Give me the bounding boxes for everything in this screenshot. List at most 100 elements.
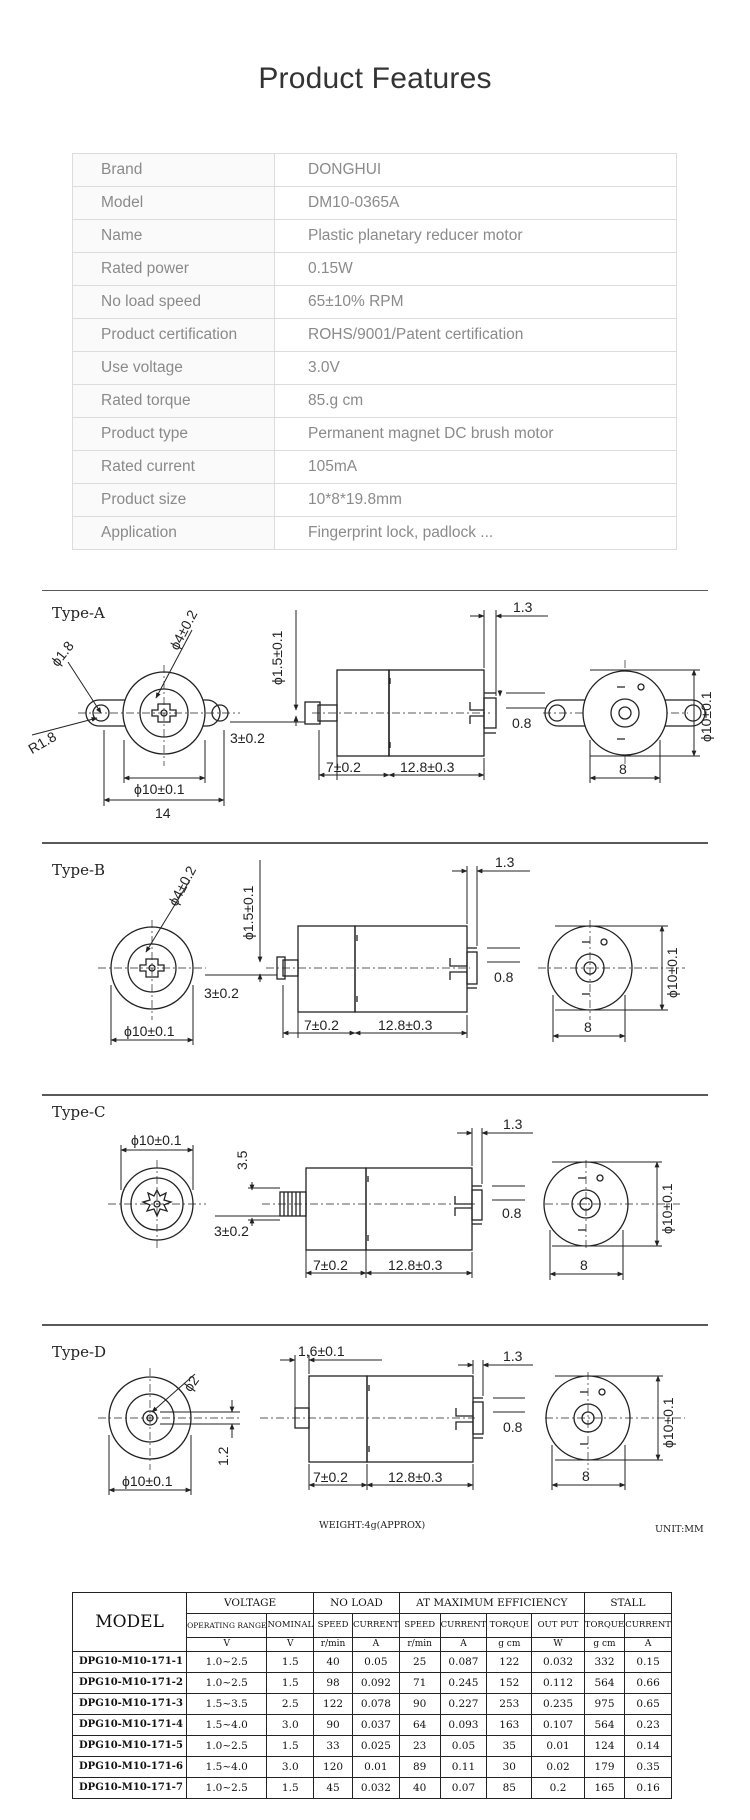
- dim-d-l2: 12.8±0.3: [388, 1469, 443, 1485]
- dim-a-d3: ϕ10±0.1: [134, 781, 185, 797]
- column-subheader: SPEED: [313, 1613, 353, 1638]
- spec-label: Rated torque: [72, 384, 275, 418]
- table-cell: 1.5~3.5: [186, 1693, 268, 1715]
- dim-c-l2: 12.8±0.3: [388, 1257, 443, 1273]
- table-cell: 0.107: [531, 1714, 585, 1736]
- dim-c-g: 3.5: [234, 1150, 250, 1170]
- dim-c-off: 3±0.2: [214, 1223, 249, 1239]
- table-cell: 2.5: [266, 1693, 315, 1715]
- column-unit: g cm: [583, 1637, 626, 1652]
- table-cell: 35: [486, 1735, 533, 1757]
- table-cell: 0.02: [531, 1756, 585, 1778]
- type-c-label: Type-C: [52, 1103, 106, 1121]
- spec-label: Application: [72, 516, 275, 550]
- table-cell: 0.01: [351, 1756, 400, 1778]
- dim-a-h: ϕ10±0.1: [698, 691, 714, 742]
- spec-label: Product size: [72, 483, 275, 517]
- table-cell: 1.5: [266, 1672, 315, 1694]
- end-cap: [483, 697, 497, 729]
- table-cell: 23: [398, 1735, 441, 1757]
- table-cell: 0.078: [351, 1693, 400, 1715]
- dim-a-l2: 12.8±0.3: [400, 759, 455, 775]
- dim-a-w2: 8: [619, 761, 627, 777]
- type-d-drawing: Type-D ϕ2 1.2 ϕ10±0.1: [52, 1343, 704, 1535]
- column-unit: V: [266, 1637, 315, 1652]
- dim-c-d3: ϕ10±0.1: [131, 1132, 182, 1148]
- dim-b-t1: 1.3: [495, 854, 515, 870]
- table-cell: 0.032: [531, 1651, 585, 1673]
- column-unit: A: [351, 1637, 400, 1652]
- dim-a-d1: ϕ1.8: [47, 638, 77, 670]
- model-name-cell: DPG10-M10-171-6: [71, 1756, 188, 1778]
- column-unit: A: [624, 1637, 672, 1652]
- table-cell: 90: [398, 1693, 441, 1715]
- dim-a-shaft: ϕ1.5±0.1: [269, 630, 285, 685]
- spec-value: ROHS/9001/Patent certification: [274, 318, 677, 352]
- spec-value: DONGHUI: [274, 153, 677, 187]
- table-cell: 1.0~2.5: [186, 1672, 268, 1694]
- table-cell: 98: [313, 1672, 353, 1694]
- table-cell: 163: [486, 1714, 533, 1736]
- type-c-drawing: Type-C ϕ10±0.1: [52, 1103, 680, 1280]
- table-cell: 0.235: [531, 1693, 585, 1715]
- table-cell: 64: [398, 1714, 441, 1736]
- model-table: MODEL VOLTAGE NO LOAD AT MAXIMUM EFFICIE…: [71, 1592, 673, 1799]
- spec-label: Rated current: [72, 450, 275, 484]
- column-subheader: TORQUE: [486, 1613, 533, 1638]
- table-cell: 0.01: [531, 1735, 585, 1757]
- table-cell: 1.0~2.5: [186, 1735, 268, 1757]
- dim-a-off: 3±0.2: [230, 730, 265, 746]
- spec-label: Brand: [72, 153, 275, 187]
- dim-a-t2: 0.8: [512, 715, 532, 731]
- dim-a-l1: 7±0.2: [326, 759, 361, 775]
- model-name-cell: DPG10-M10-171-2: [71, 1672, 188, 1694]
- table-cell: 152: [486, 1672, 533, 1694]
- table-cell: 0.11: [439, 1756, 488, 1778]
- dim-d-s: 1.2: [215, 1446, 231, 1466]
- spec-label: Rated power: [72, 252, 275, 286]
- dim-d-top: 1,6±0.1: [298, 1343, 345, 1359]
- type-a-drawing: Type-A ϕ1.8: [25, 599, 714, 821]
- dim-b-t2: 0.8: [494, 969, 514, 985]
- column-subheader: TORQUE: [583, 1613, 626, 1638]
- group-max-efficiency: AT MAXIMUM EFFICIENCY: [398, 1592, 585, 1614]
- group-no-load: NO LOAD: [313, 1592, 400, 1614]
- rear-circle: [582, 670, 668, 756]
- table-cell: 120: [313, 1756, 353, 1778]
- column-subheader: CURRENT: [624, 1613, 672, 1638]
- spec-value: 65±10% RPM: [274, 285, 677, 319]
- spec-label: Name: [72, 219, 275, 253]
- motor-body: [354, 925, 468, 1013]
- column-unit: W: [531, 1637, 585, 1652]
- column-subheader: CURRENT: [439, 1613, 488, 1638]
- column-unit: V: [186, 1637, 268, 1652]
- dim-b-shaft: ϕ1.5±0.1: [240, 885, 256, 940]
- weight-note: WEIGHT:4g(APPROX): [319, 1520, 425, 1531]
- spec-value: DM10-0365A: [274, 186, 677, 220]
- table-cell: 124: [583, 1735, 626, 1757]
- dim-b-h: ϕ10±0.1: [664, 947, 680, 998]
- table-cell: 1.0~2.5: [186, 1777, 268, 1799]
- table-cell: 30: [486, 1756, 533, 1778]
- dim-d-t2: 0.8: [503, 1419, 523, 1435]
- spec-label: No load speed: [72, 285, 275, 319]
- dim-a-t1: 1.3: [513, 599, 533, 615]
- type-d-label: Type-D: [52, 1343, 106, 1361]
- table-cell: 1.5~4.0: [186, 1714, 268, 1736]
- dim-b-w2: 8: [584, 1019, 592, 1035]
- table-cell: 1.5: [266, 1777, 315, 1799]
- table-cell: 45: [313, 1777, 353, 1799]
- table-cell: 0.227: [439, 1693, 488, 1715]
- page-title: Product Features: [258, 62, 492, 95]
- group-stall: STALL: [583, 1592, 673, 1614]
- spec-value: 10*8*19.8mm: [274, 483, 677, 517]
